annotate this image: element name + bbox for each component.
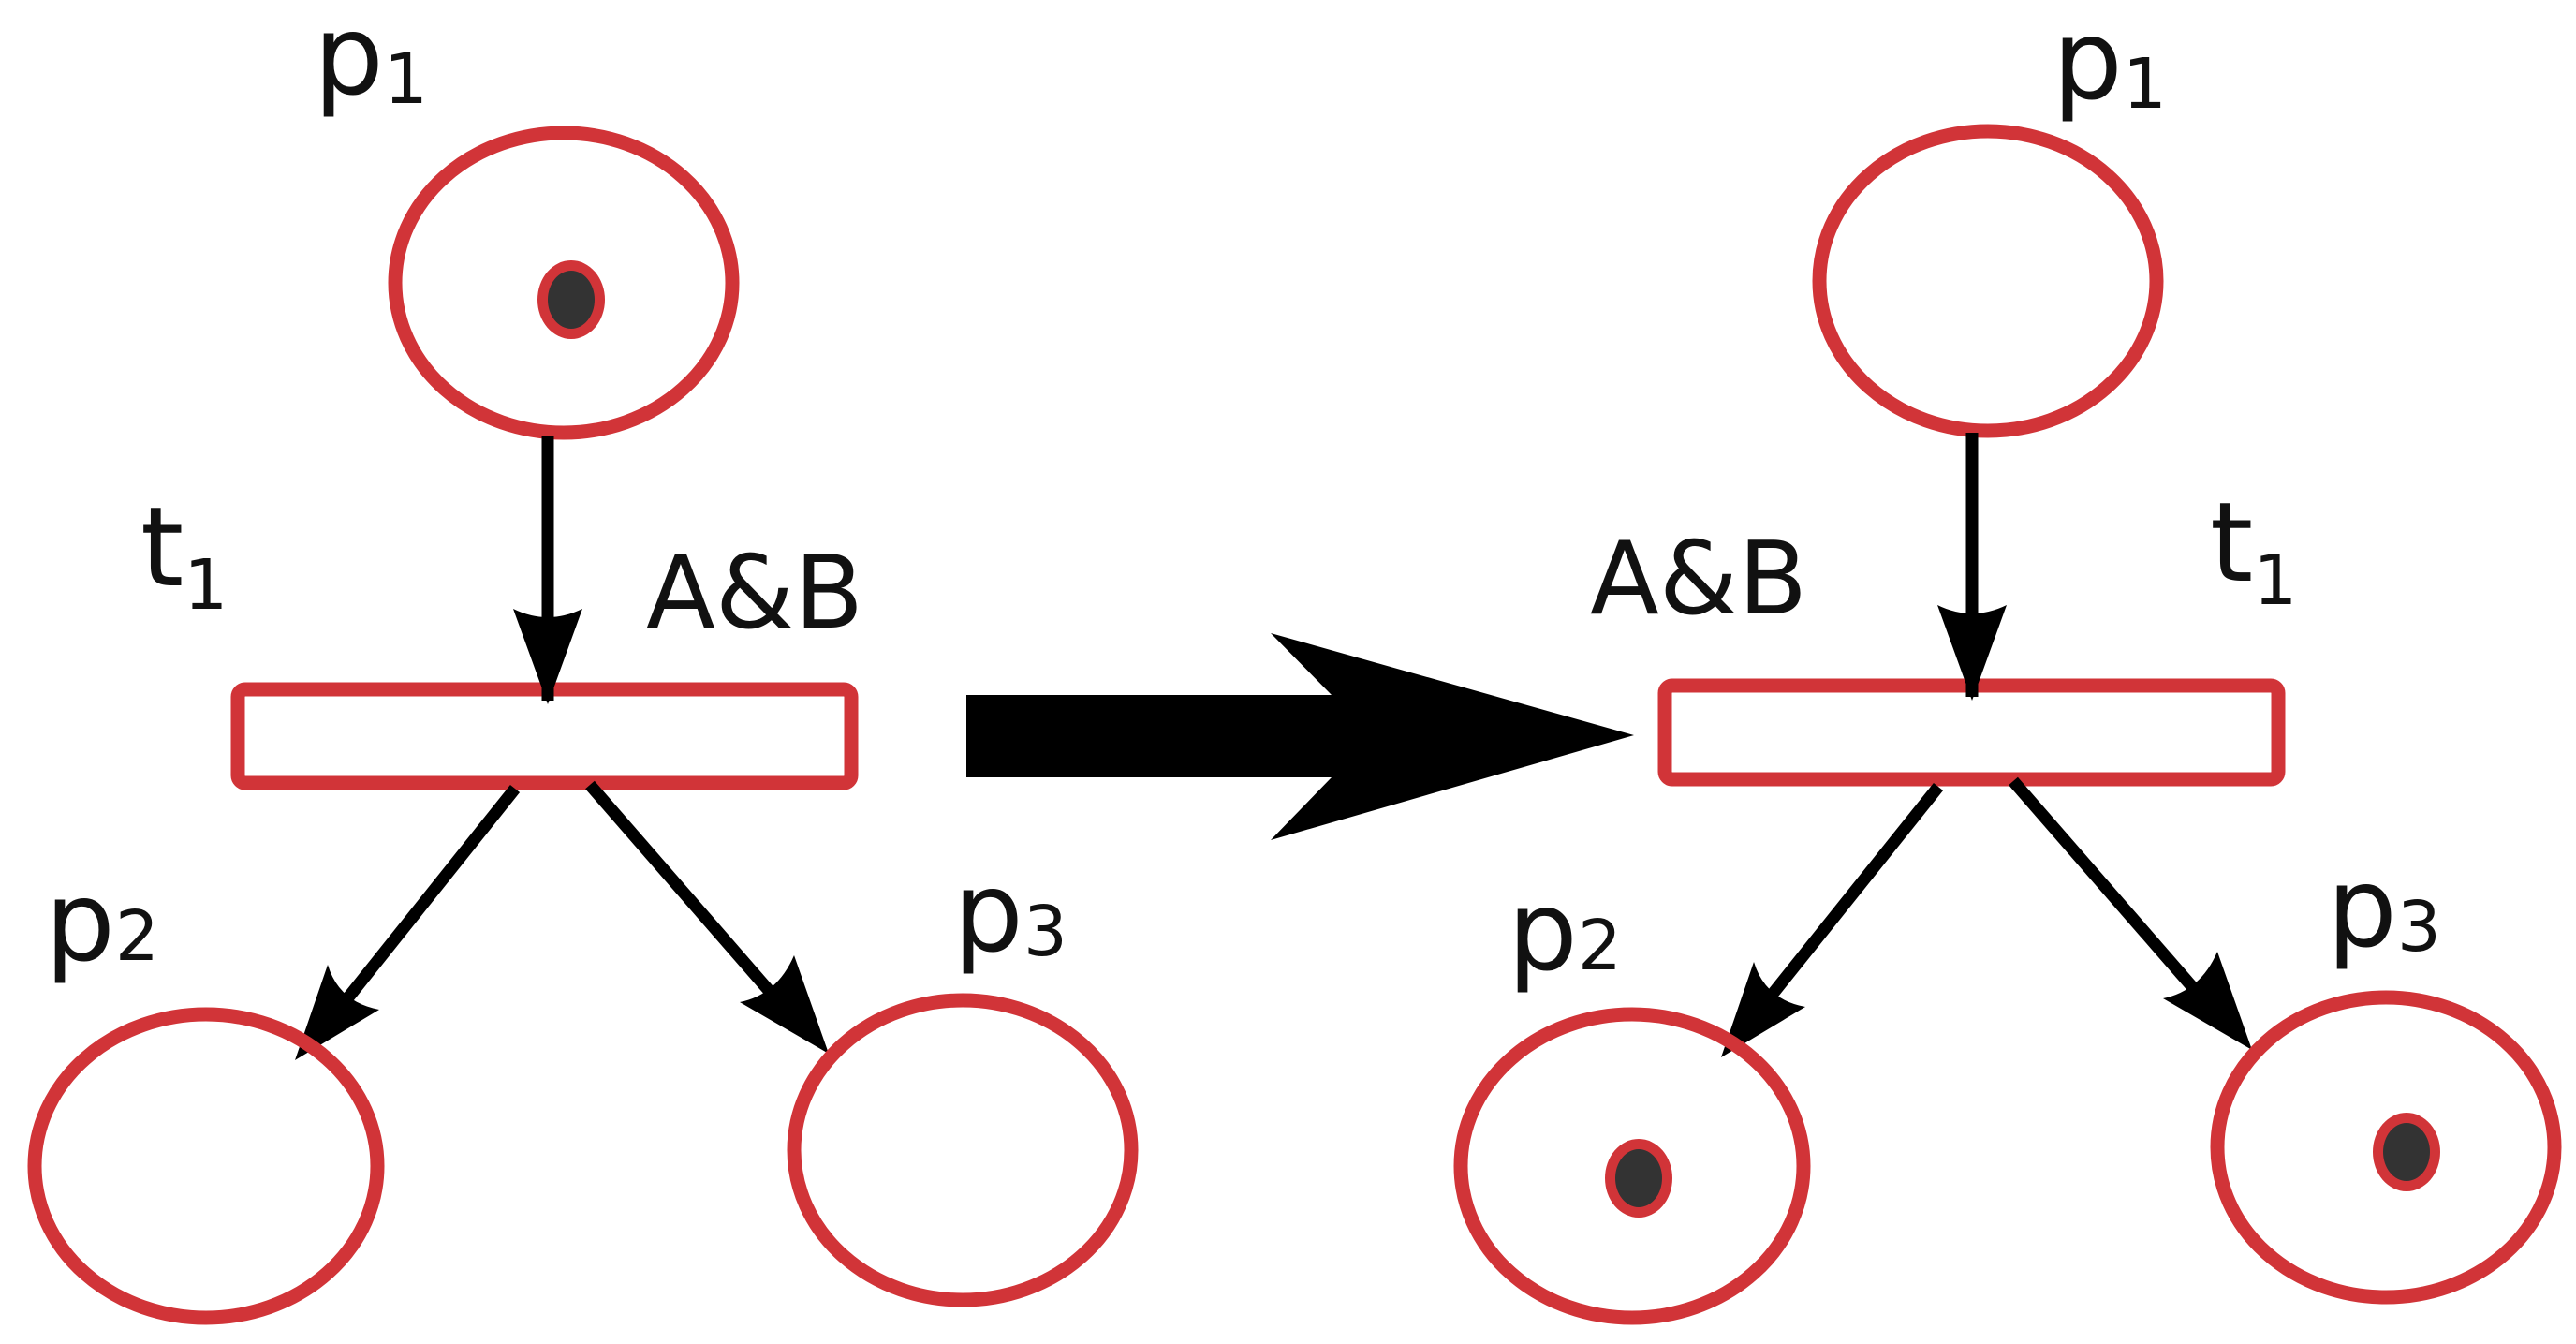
place-circle	[787, 993, 1139, 1307]
arc-t1-p2	[1738, 782, 1944, 1035]
place-circle	[1812, 124, 2164, 438]
arc-t1-p3	[585, 780, 808, 1035]
svg-text:p2: p2	[45, 857, 159, 986]
transition-condition: A&B	[1590, 521, 1807, 638]
svg-text:p1: p1	[314, 0, 428, 120]
token	[2373, 1113, 2440, 1191]
place-p1-before: p1	[314, 0, 740, 440]
place-circle	[2210, 990, 2562, 1305]
place-label: p	[953, 848, 1023, 977]
transition-index: 1	[184, 545, 228, 626]
arc-t1-p3	[2009, 776, 2231, 1031]
arc-head-t1-p3	[740, 955, 829, 1054]
svg-text:t1: t1	[2210, 478, 2297, 621]
place-p1-after: p1	[1812, 0, 2167, 438]
transition-index: 1	[2253, 540, 2297, 621]
place-label: p	[2327, 843, 2397, 972]
svg-text:p3: p3	[2327, 843, 2441, 972]
firing-arrow	[966, 633, 1634, 840]
transition-t1-after: A&B t1	[1590, 478, 2297, 787]
transition-bar	[1657, 678, 2286, 787]
net-after: p1 A&B t1 p2	[1453, 0, 2562, 1325]
transition-label: t	[140, 482, 184, 612]
transition-t1-before: t1 A&B	[140, 482, 863, 790]
place-label: p	[314, 0, 384, 120]
arc-head-p1-t1	[1937, 605, 2007, 701]
place-index: 3	[1023, 892, 1067, 972]
transition-label: t	[2210, 478, 2253, 607]
arc-t1-p2	[313, 784, 521, 1040]
transition-bar	[230, 682, 859, 790]
place-label: p	[2053, 0, 2123, 125]
svg-text:p3: p3	[953, 848, 1067, 977]
place-index: 3	[2397, 887, 2441, 967]
place-p3-before: p3	[787, 848, 1139, 1307]
place-index: 2	[1578, 906, 1622, 986]
place-circle	[27, 1007, 385, 1325]
place-label: p	[45, 857, 115, 986]
arc-head-t1-p2	[295, 965, 379, 1060]
svg-text:p2: p2	[1508, 866, 1622, 996]
place-index: 1	[2123, 44, 2167, 125]
place-p2-after: p2	[1453, 866, 1811, 1325]
arc-head-p1-t1	[513, 609, 582, 704]
place-index: 2	[115, 896, 159, 977]
arcs-before	[295, 436, 829, 1060]
place-circle	[1453, 1007, 1811, 1325]
svg-text:t1: t1	[140, 482, 228, 626]
arc-head-t1-p2	[1721, 962, 1805, 1057]
svg-text:p1: p1	[2053, 0, 2167, 125]
place-index: 1	[384, 39, 428, 120]
token	[1605, 1139, 1672, 1218]
net-before: p1 t1 A&B p2	[27, 0, 1139, 1325]
arcs-after	[1721, 433, 2252, 1057]
place-p2-before: p2	[27, 857, 385, 1325]
token	[537, 260, 605, 339]
transition-condition: A&B	[646, 535, 863, 652]
place-p3-after: p3	[2210, 843, 2562, 1305]
place-circle	[388, 126, 740, 440]
place-label: p	[1508, 866, 1578, 996]
arc-head-t1-p3	[2163, 952, 2252, 1050]
